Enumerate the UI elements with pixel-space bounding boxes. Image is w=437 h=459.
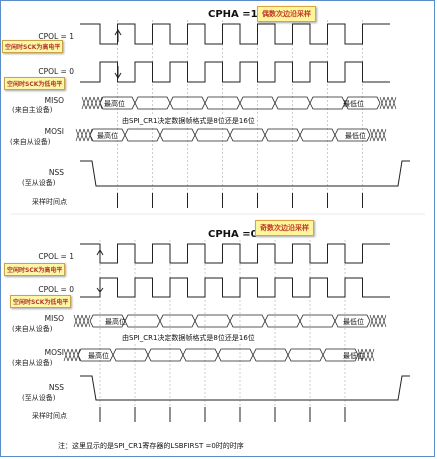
top-miso-bus	[99, 96, 381, 110]
top-callout-cpol1: 空闲时SCK为高电平	[2, 40, 64, 53]
bottom-mosi-sub: (来自从设备)	[12, 359, 53, 367]
top-mosi-msb: 最高位	[97, 132, 118, 140]
bottom-callout-cpol0: 空闲时SCK为低电平	[10, 295, 72, 308]
top-mosi-lsb: 最低位	[345, 132, 366, 140]
bottom-sample-label: 采样时间点	[32, 412, 67, 420]
top-miso-lsb: 最低位	[343, 100, 364, 108]
bottom-cpol0-clock	[80, 277, 390, 298]
top-miso-bus-hatch-left	[81, 96, 103, 110]
bottom-cpol1-clock	[80, 243, 390, 264]
bottom-miso-lsb: 最低位	[343, 318, 364, 326]
bottom-edge-arrow-2	[96, 282, 104, 293]
top-nss-label: NSS	[48, 168, 64, 177]
top-cpol1-clock	[80, 23, 390, 45]
bottom-nss-label: NSS	[48, 383, 64, 392]
top-callout-cpol0: 空闲时SCK为低电平	[4, 77, 66, 90]
bottom-miso-label: MISO	[44, 314, 64, 323]
top-edge-arrow-2	[114, 66, 122, 79]
footnote: 注：这里显示的是SPI_CR1寄存器的LSBFIRST =0时的时序	[58, 442, 244, 450]
bottom-mosi-label: MOSI	[44, 348, 64, 357]
bottom-miso-msb: 最高位	[105, 318, 126, 326]
bottom-cpol1-label: CPOL = 1	[38, 252, 74, 261]
top-mosi-sub: (来自从设备)	[10, 138, 51, 146]
bottom-mosi-lsb: 最低位	[343, 352, 364, 360]
bottom-edge-arrow-1	[96, 249, 104, 260]
top-callout: 偶数次边沿采样	[257, 6, 316, 22]
bottom-miso-bus-hatch-left	[73, 314, 91, 328]
bottom-callout: 奇数次边沿采样	[255, 220, 314, 236]
top-mosi-bus-hatch-left	[75, 128, 93, 142]
top-edge-arrow-1	[114, 29, 122, 42]
top-cpol1-label: CPOL = 1	[38, 32, 74, 41]
bottom-nss	[80, 375, 410, 401]
bottom-miso-sub: (来自从设备)	[12, 325, 53, 333]
bottom-miso-bus	[89, 314, 371, 328]
top-mosi-bus-hatch-right	[369, 128, 387, 142]
top-mid-text: 由SPI_CR1决定数据帧格式是8位还是16位	[120, 116, 257, 126]
top-nss	[80, 160, 410, 187]
bottom-title: CPHA =0	[208, 229, 258, 240]
top-sample-label: 采样时间点	[32, 198, 67, 206]
top-miso-bus-hatch-right	[379, 96, 397, 110]
bottom-mosi-bus-hatch-right	[357, 348, 375, 362]
top-mosi-bus	[89, 128, 371, 142]
top-title: CPHA =1	[208, 9, 258, 20]
bottom-nss-sub: (至从设备)	[22, 394, 56, 402]
bottom-miso-bus-hatch-right	[369, 314, 387, 328]
bottom-mid-text: 由SPI_CR1决定数据帧格式是8位还是16位	[120, 333, 257, 343]
top-cpol0-clock	[80, 61, 390, 83]
top-cpol0-label: CPOL = 0	[38, 67, 74, 76]
top-miso-msb: 最高位	[104, 100, 125, 108]
bottom-mosi-bus	[77, 348, 359, 362]
top-miso-label: MISO	[44, 96, 64, 105]
bottom-callout-cpol1: 空闲时SCK为高电平	[4, 263, 66, 276]
top-nss-sub: (至从设备)	[22, 179, 56, 187]
bottom-mosi-bus-hatch-left	[63, 348, 81, 362]
top-mosi-label: MOSI	[44, 127, 64, 136]
bottom-cpol0-label: CPOL = 0	[38, 285, 74, 294]
top-miso-sub: (来自主设备)	[12, 106, 53, 114]
bottom-mosi-msb: 最高位	[88, 352, 109, 360]
